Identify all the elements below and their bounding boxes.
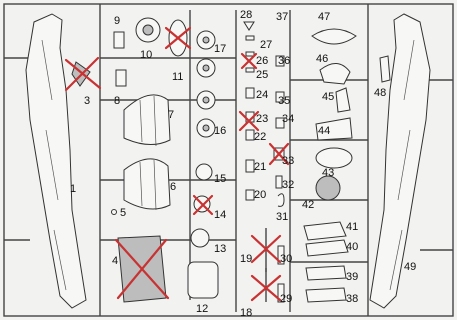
label-part-46: 46 bbox=[316, 53, 328, 65]
label-part-22: 22 bbox=[254, 131, 266, 143]
fuselage-right-part-49 bbox=[369, 13, 431, 309]
label-part-10: 10 bbox=[140, 49, 152, 61]
part-11-spinner bbox=[164, 19, 192, 57]
part-9-piece bbox=[113, 31, 125, 49]
label-part-19: 19 bbox=[240, 253, 252, 265]
small-parts-center bbox=[243, 21, 285, 303]
part-39-piece bbox=[305, 265, 347, 281]
part-14-crossed bbox=[192, 194, 214, 216]
label-part-17: 17 bbox=[214, 43, 226, 55]
part-7-shell bbox=[123, 94, 171, 145]
wheel-parts bbox=[190, 30, 216, 248]
label-part-47: 47 bbox=[318, 11, 330, 23]
part-34-piece bbox=[275, 117, 285, 129]
label-part-48: 48 bbox=[374, 87, 386, 99]
part-46-piece bbox=[319, 63, 351, 85]
part-42-piece bbox=[315, 175, 341, 201]
part-10-cowl-center bbox=[142, 24, 154, 36]
label-part-23: 23 bbox=[256, 113, 268, 125]
label-part-45: 45 bbox=[322, 91, 334, 103]
part-7-hint bbox=[139, 95, 157, 147]
label-part-36: 36 bbox=[278, 55, 290, 67]
sprue-frame bbox=[3, 3, 454, 317]
label-part-49: 49 bbox=[404, 261, 416, 273]
label-part-41: 41 bbox=[346, 221, 358, 233]
part-26-crossed bbox=[240, 52, 258, 70]
part-35-piece bbox=[275, 91, 285, 103]
label-part-11: 11 bbox=[172, 71, 183, 83]
part-36-piece bbox=[275, 55, 285, 67]
part-41-piece bbox=[303, 221, 347, 241]
label-part-26: 26 bbox=[256, 55, 268, 67]
fuselage-left-panel-lines bbox=[41, 39, 67, 291]
label-part-32: 32 bbox=[282, 179, 294, 191]
part-23-crossed bbox=[238, 110, 260, 132]
label-part-39: 39 bbox=[346, 271, 358, 283]
label-part-35: 35 bbox=[278, 95, 290, 107]
part-4-panel bbox=[114, 235, 170, 303]
label-part-30: 30 bbox=[280, 253, 292, 265]
label-part-38: 38 bbox=[346, 293, 358, 305]
label-part-20: 20 bbox=[254, 189, 266, 201]
fuselage-left-part-1 bbox=[25, 13, 87, 309]
part-38-piece bbox=[305, 287, 347, 303]
label-part-43: 43 bbox=[322, 167, 334, 179]
label-part-18: 18 bbox=[240, 307, 252, 319]
label-part-31: 31 bbox=[276, 211, 288, 223]
label-part-9: 9 bbox=[114, 15, 120, 27]
part-8-piece bbox=[115, 69, 127, 87]
label-part-40: 40 bbox=[346, 241, 358, 253]
part-31-hook bbox=[277, 193, 285, 207]
part-47-seat bbox=[311, 28, 357, 45]
label-part-8: 8 bbox=[114, 95, 120, 107]
label-part-3: 3 bbox=[84, 95, 90, 107]
part-6-hint bbox=[139, 159, 157, 211]
label-part-6: 6 bbox=[170, 181, 176, 193]
part-12-block bbox=[187, 261, 219, 299]
label-part-1: 1 bbox=[70, 183, 76, 195]
label-part-34: 34 bbox=[282, 113, 294, 125]
label-part-13: 13 bbox=[214, 243, 226, 255]
part-44-piece bbox=[315, 117, 353, 141]
label-part-7: 7 bbox=[168, 109, 174, 121]
label-part-21: 21 bbox=[254, 161, 266, 173]
part-32-piece bbox=[275, 175, 283, 189]
label-part-33: 33 bbox=[282, 155, 294, 167]
part-5-pin bbox=[111, 209, 117, 215]
part-48-piece bbox=[379, 55, 391, 83]
label-part-16: 16 bbox=[214, 125, 226, 137]
label-part-27: 27 bbox=[260, 39, 272, 51]
label-part-44: 44 bbox=[318, 125, 330, 137]
label-part-28: 28 bbox=[240, 9, 252, 21]
label-part-5: 5 bbox=[120, 207, 126, 219]
part-43-piece bbox=[315, 147, 353, 169]
label-part-15: 15 bbox=[214, 173, 226, 185]
part-6-shell bbox=[123, 158, 171, 210]
label-part-24: 24 bbox=[256, 89, 268, 101]
part-19-crossed bbox=[250, 234, 282, 264]
label-part-37: 37 bbox=[276, 11, 288, 23]
part-45-piece bbox=[335, 87, 351, 113]
label-part-4: 4 bbox=[112, 255, 118, 267]
label-part-29: 29 bbox=[280, 293, 292, 305]
part-33-crossed bbox=[268, 142, 290, 166]
part-40-piece bbox=[305, 239, 349, 257]
part-3-prop bbox=[64, 56, 102, 92]
label-part-12: 12 bbox=[196, 303, 208, 315]
fuselage-right-panel-lines bbox=[389, 39, 415, 291]
label-part-14: 14 bbox=[214, 209, 226, 221]
label-part-25: 25 bbox=[256, 69, 268, 81]
label-part-42: 42 bbox=[302, 199, 314, 211]
part-18-crossed bbox=[250, 274, 282, 302]
